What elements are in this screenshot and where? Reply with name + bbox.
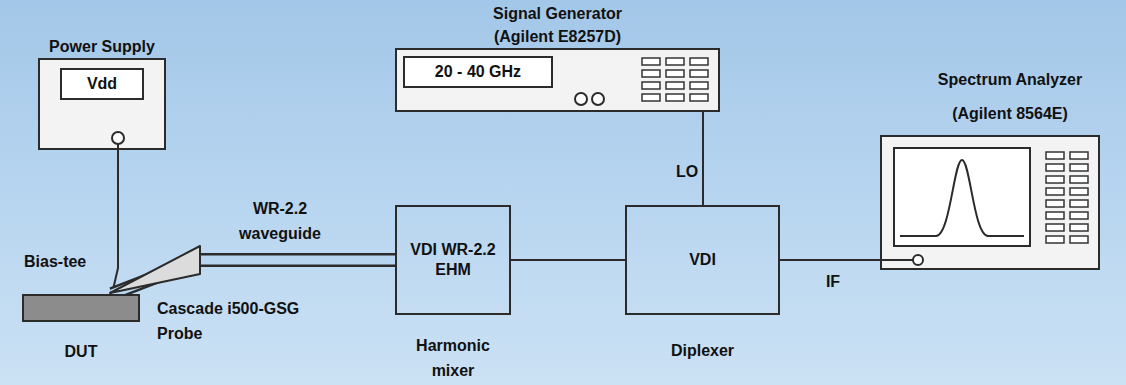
instrument-body <box>38 58 166 150</box>
instrument-body <box>395 48 720 112</box>
box-heading: DUT <box>21 342 141 362</box>
input-stub <box>880 259 913 261</box>
signal-label: LO <box>674 162 700 182</box>
signal-label: IF <box>820 272 846 292</box>
output-connector <box>592 93 604 105</box>
spectrum-analyzer: Spectrum Analyzer (Agilent 8564E) <box>880 135 1100 270</box>
signal-wire <box>702 112 704 205</box>
spectrum-trace <box>900 160 1024 236</box>
diplexer: VDIDiplexer <box>625 205 780 315</box>
dut-box: DUT <box>22 294 140 322</box>
box-heading: Spectrum Analyzer (Agilent 8564E) <box>923 63 1098 131</box>
box-heading: Power Supply <box>22 37 182 57</box>
box-heading: Signal Generator (Agilent E8257D) <box>470 2 645 48</box>
button-grid <box>640 56 712 104</box>
harmonic-mixer: VDI WR-2.2 EHMHarmonic mixer <box>395 205 511 315</box>
dut-chip <box>22 294 140 322</box>
signal-line <box>112 150 118 294</box>
display-box: 20 - 40 GHz <box>403 56 553 88</box>
probe-label: Cascade i500-GSG Probe <box>157 296 317 346</box>
analyzer-screen <box>894 148 1030 246</box>
signal-wire <box>112 150 118 294</box>
gsg-probe <box>110 246 200 293</box>
button-grid <box>1044 150 1092 246</box>
output-connector <box>575 93 587 105</box>
bias-tee-label: Bias-tee <box>24 252 114 272</box>
waveguide-label: WR-2.2 waveguide <box>230 196 330 246</box>
signal-wire <box>780 259 880 261</box>
box-heading: Harmonic mixer <box>398 333 508 383</box>
signal-generator: Signal Generator (Agilent E8257D)20 - 40… <box>395 48 720 112</box>
power-supply: Power SupplyVdd <box>38 58 166 150</box>
instrument-body <box>880 135 1100 270</box>
display-screen <box>60 68 144 100</box>
signal-wire <box>511 259 625 261</box>
display-box: Vdd <box>60 68 144 100</box>
box-text: 20 - 40 GHz <box>431 62 525 82</box>
box-heading: Diplexer <box>628 341 778 361</box>
output-terminal <box>112 132 124 144</box>
input-connector <box>913 255 923 265</box>
box-text: VDI WR-2.2 EHM <box>397 240 509 280</box>
signal-line <box>780 260 880 261</box>
box-text: VDI <box>685 250 720 270</box>
signal-line <box>703 112 704 205</box>
signal-line <box>511 260 625 261</box>
display-screen <box>403 56 553 88</box>
box-text: Vdd <box>83 74 121 94</box>
